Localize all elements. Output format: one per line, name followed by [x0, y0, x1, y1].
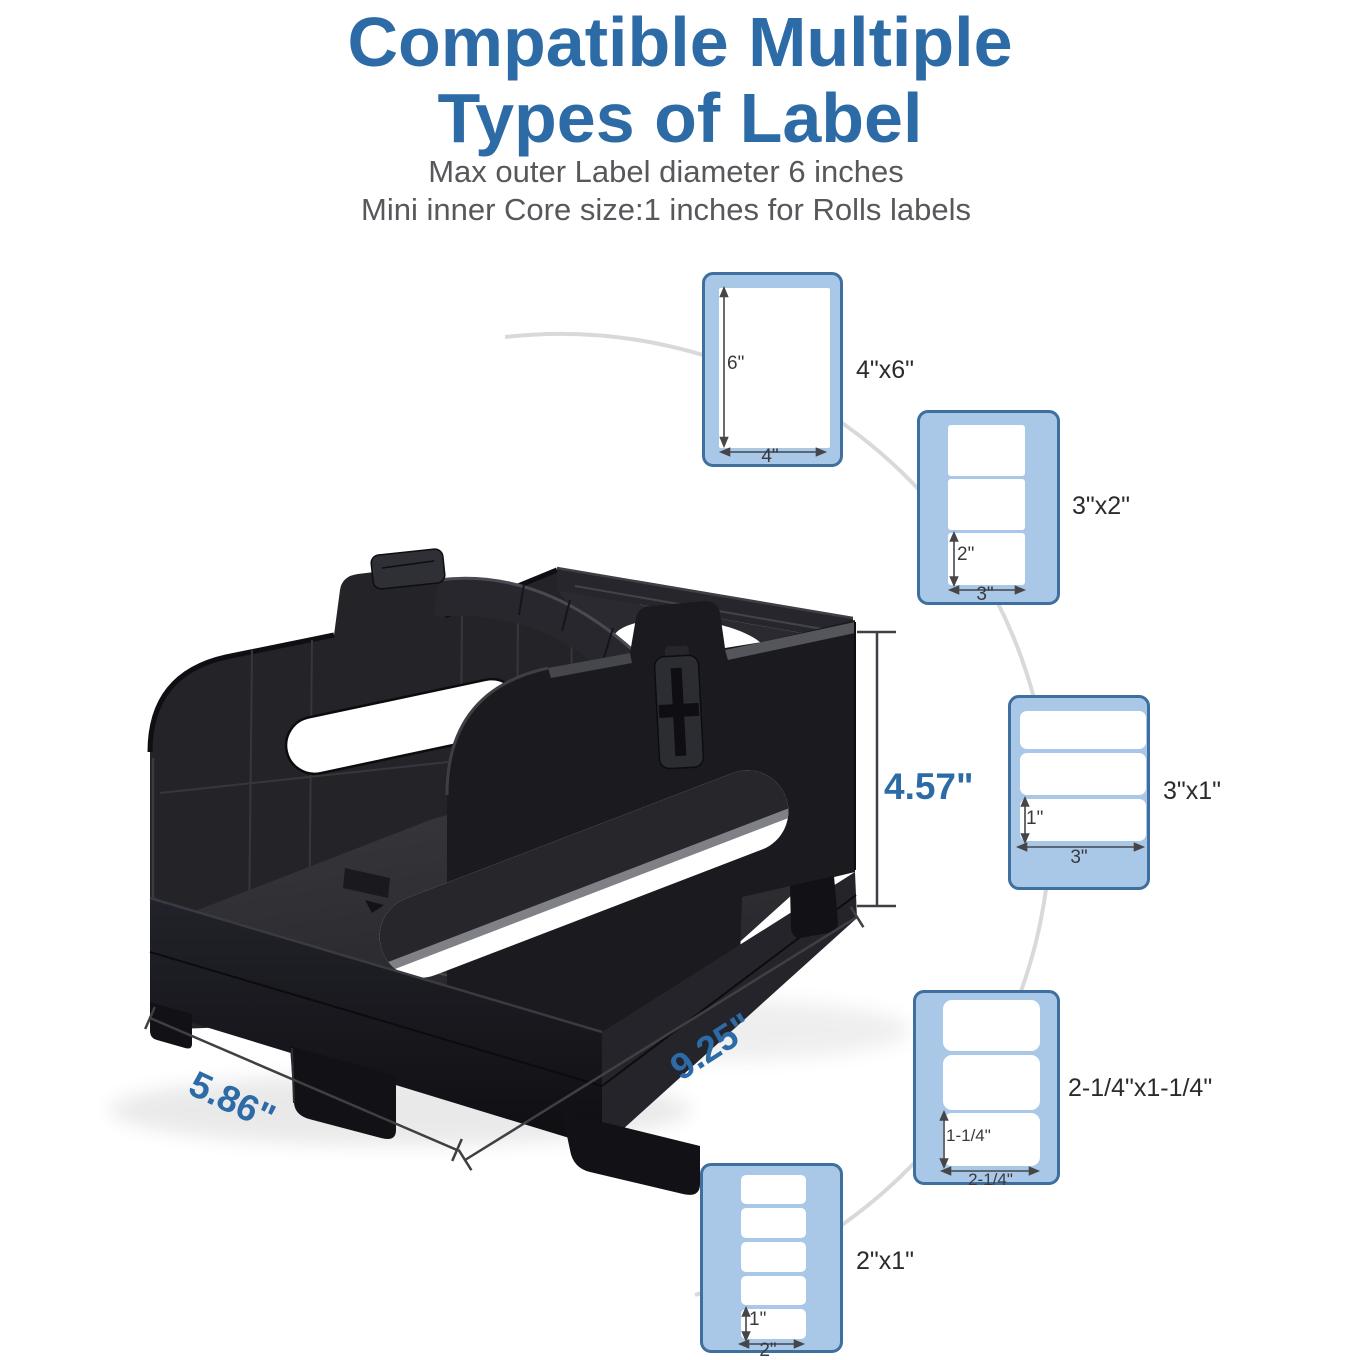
label-card-2-1-4x1-1-4	[913, 990, 1060, 1185]
label-card-4x6	[702, 272, 843, 467]
subtitle-line-2: Mini inner Core size:1 inches for Rolls …	[361, 191, 971, 227]
width-dim-3x2: 3"	[976, 584, 994, 605]
label-sheet	[1020, 753, 1146, 795]
label-sheet	[948, 533, 1025, 585]
width-dim-2x1: 2"	[759, 1340, 777, 1360]
label-sheet	[948, 425, 1025, 476]
label-sheet	[741, 1242, 806, 1272]
label-sheet	[741, 1208, 806, 1238]
height-dim-4x6: 6"	[727, 353, 745, 374]
label-card-3x2	[917, 410, 1060, 605]
title-line-1: Compatible Multiple	[347, 3, 1013, 81]
label-sheet	[943, 1000, 1040, 1051]
size-caption-3x1: 3"x1"	[1163, 777, 1222, 805]
width-dim-3x1: 3"	[1070, 847, 1088, 868]
height-dim-3x1: 1"	[1026, 808, 1044, 829]
dimension-arrows	[939, 1110, 1041, 1176]
label-sheet	[1020, 711, 1146, 749]
product-illustration	[147, 548, 857, 1195]
label-sheet	[741, 1309, 806, 1339]
dimension-arrows	[1015, 796, 1146, 852]
dimension-arrows	[718, 285, 828, 457]
width-dim-4x6: 4"	[761, 446, 779, 467]
label-sheet	[943, 1055, 1040, 1110]
dimension-arrows	[947, 531, 1027, 595]
page-title: Compatible Multiple Types of Label	[0, 4, 1360, 157]
height-dim-2-1-4: 1-1/4"	[946, 1126, 991, 1145]
label-sheet	[943, 1113, 1040, 1166]
height-dim-2x1: 1"	[749, 1309, 767, 1330]
subtitle-line-1: Max outer Label diameter 6 inches	[428, 154, 904, 189]
size-caption-3x2: 3"x2"	[1072, 492, 1131, 520]
height-dim-3x2: 2"	[957, 544, 975, 565]
size-caption-4x6: 4"x6"	[856, 356, 915, 384]
label-card-2x1	[700, 1163, 843, 1353]
size-caption-2x1: 2"x1"	[856, 1247, 915, 1275]
width-dim-2-1-4: 2-1/4"	[968, 1170, 1013, 1189]
label-sheet	[741, 1175, 806, 1204]
title-line-2: Types of Label	[437, 79, 923, 158]
label-sheet	[1020, 799, 1146, 841]
dimension-lines	[144, 630, 896, 1171]
dimension-arrows	[737, 1306, 806, 1349]
label-sheet	[719, 288, 830, 448]
label-card-3x1	[1008, 695, 1150, 890]
label-sheet	[741, 1276, 806, 1305]
product-height-value: 4.57"	[884, 766, 974, 807]
page-subtitle: Max outer Label diameter 6 inches Mini i…	[0, 153, 1346, 229]
size-caption-2-1-4x1-1-4: 2-1/4"x1-1/4"	[1068, 1074, 1213, 1102]
label-sheet	[948, 479, 1025, 530]
